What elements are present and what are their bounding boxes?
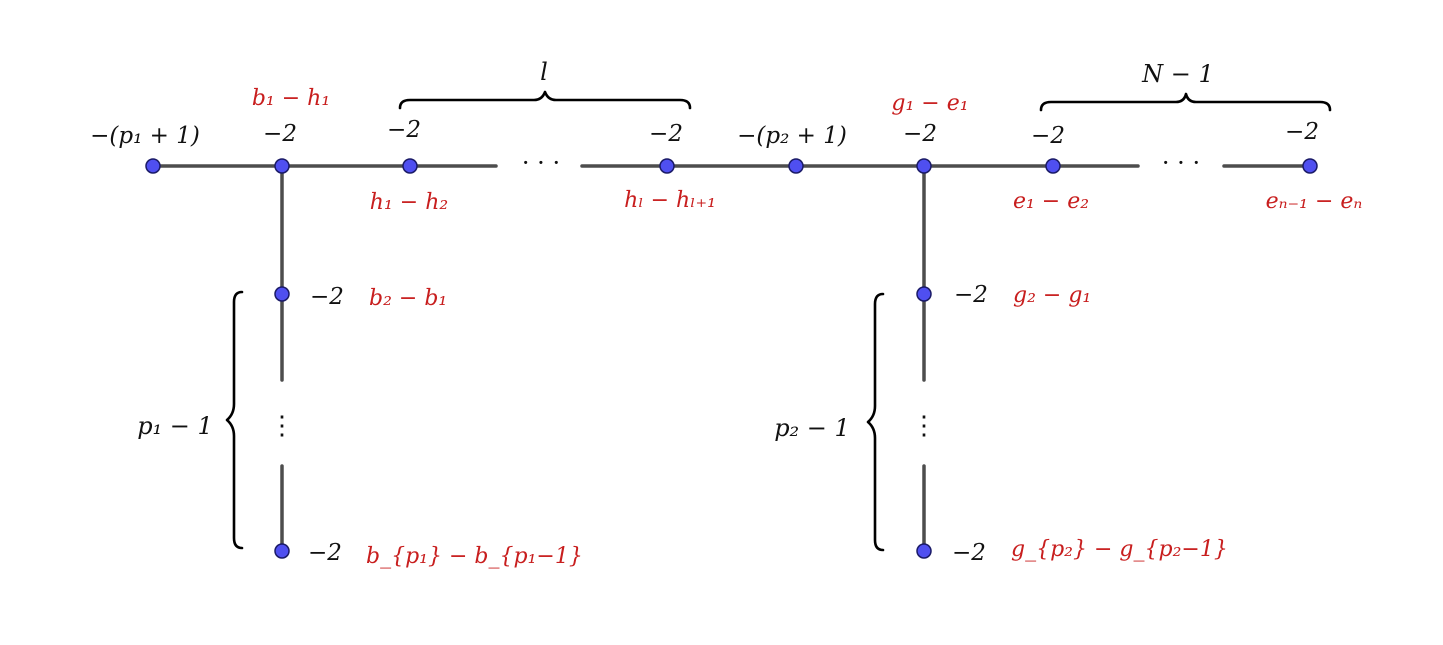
weight-label-v2b: −2 — [952, 540, 986, 566]
weight-label-v1a: −2 — [310, 284, 344, 310]
node-n7 — [1302, 158, 1318, 174]
brace-right-chain — [866, 292, 885, 552]
brace-top-left — [398, 90, 692, 110]
node-v1a — [274, 286, 290, 302]
ellipsis-vertical-right: ⋮ — [911, 411, 937, 441]
root-label-n1: b₁ − h₁ — [252, 86, 330, 111]
ellipsis-horizontal-left: · · · — [522, 149, 560, 177]
root-label-n5: g₁ − e₁ — [891, 91, 968, 116]
node-n1 — [274, 158, 290, 174]
root-label-v1b: b_{p₁} − b_{p₁−1} — [366, 544, 583, 569]
weight-label-n0: −(p₁ + 1) — [90, 123, 200, 149]
node-n5 — [916, 158, 932, 174]
node-n6 — [1045, 158, 1061, 174]
weight-label-n1: −2 — [263, 121, 297, 147]
weight-label-v1b: −2 — [308, 540, 342, 566]
weight-label-n5: −2 — [903, 121, 937, 147]
weight-label-v2a: −2 — [954, 282, 988, 308]
brace-label-left-chain: p₁ − 1 — [137, 412, 213, 440]
root-label-n7: eₙ₋₁ − eₙ — [1266, 189, 1363, 214]
node-v2b — [916, 543, 932, 559]
root-label-v1a: b₂ − b₁ — [369, 286, 447, 311]
root-label-n6: e₁ − e₂ — [1013, 189, 1089, 214]
weight-label-n7: −2 — [1285, 119, 1319, 145]
node-n0 — [145, 158, 161, 174]
weight-label-n6: −2 — [1031, 123, 1065, 149]
root-label-v2b: g_{p₂} − g_{p₂−1} — [1011, 537, 1228, 562]
ellipsis-vertical-left: ⋮ — [269, 411, 295, 441]
brace-label-top-left: l — [540, 58, 548, 86]
ellipsis-horizontal-right: · · · — [1162, 149, 1200, 177]
root-label-n2: h₁ − h₂ — [370, 190, 448, 215]
node-v2a — [916, 286, 932, 302]
node-n4 — [788, 158, 804, 174]
brace-left-chain — [225, 290, 244, 550]
root-label-n3: hₗ − hₗ₊₁ — [624, 188, 716, 213]
node-n2 — [402, 158, 418, 174]
brace-label-right-chain: p₂ − 1 — [774, 414, 850, 442]
node-v1b — [274, 543, 290, 559]
brace-top-right — [1039, 92, 1332, 112]
node-n3 — [659, 158, 675, 174]
root-label-v2a: g₂ − g₁ — [1013, 283, 1091, 308]
weight-label-n4: −(p₂ + 1) — [737, 123, 847, 149]
weight-label-n2: −2 — [387, 117, 421, 143]
brace-label-top-right: N − 1 — [1141, 60, 1214, 88]
weight-label-n3: −2 — [649, 121, 683, 147]
